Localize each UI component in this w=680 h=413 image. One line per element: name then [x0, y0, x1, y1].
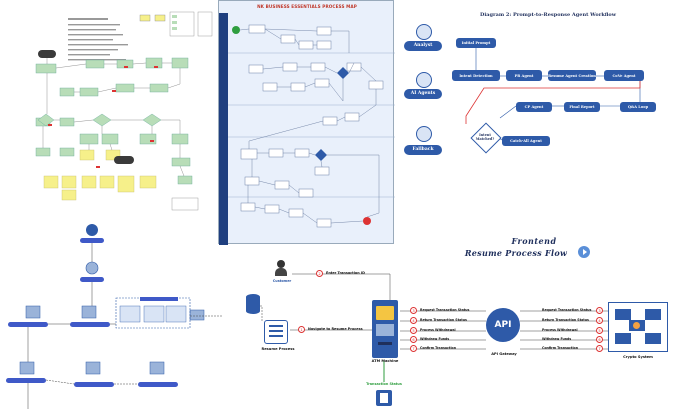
api-label: API — [494, 320, 512, 330]
right-step-4-badge: 4 — [596, 317, 603, 324]
right-step-6-label: Withdraw Funds — [542, 337, 572, 341]
node-initial-prompt: Initial Prompt — [456, 38, 496, 48]
fallback-icon — [416, 126, 432, 142]
flow-bottom-left — [0, 222, 222, 409]
node-intent-detection: Intent Detection — [452, 70, 500, 81]
left-step-6-badge: 6 — [410, 336, 417, 343]
actor-analyst: Analyst — [404, 41, 442, 51]
flow-diagram — [6, 224, 222, 409]
sops-map-panel — [0, 0, 215, 228]
actor-fallback: Fallback — [404, 145, 442, 155]
step-2-badge: 2 — [316, 270, 323, 277]
api-gateway-label: API Gateway — [491, 352, 517, 356]
left-step-3-label: Request Transaction Status — [420, 308, 470, 312]
left-step-4-label: Return Transaction Status — [420, 318, 467, 322]
node-resume-agent: Resume Agent Creation — [548, 70, 596, 81]
api-gear-icon: API — [486, 308, 520, 342]
receipt-icon — [376, 390, 392, 406]
atm-machine-icon — [372, 300, 398, 358]
process-map-panel: NK BUSINESS ESSENTIALS PROCESS MAP — [218, 0, 395, 245]
customer-icon — [274, 260, 288, 276]
atm-label: ATM Machine — [371, 359, 399, 363]
step-1-badge: 1 — [298, 326, 305, 333]
notes-list — [68, 18, 128, 61]
process-map-title: NK BUSINESS ESSENTIALS PROCESS MAP — [257, 4, 357, 9]
workflow-title: Diagram 2: Prompt-to-Response Agent Work… — [480, 12, 617, 18]
right-step-4-label: Return Transaction Status — [542, 318, 589, 322]
sops-map-diagram — [35, 11, 213, 211]
right-step-3-badge: 3 — [596, 307, 603, 314]
customer-label: Customer — [272, 279, 292, 283]
node-final-report: Final Report — [564, 102, 600, 112]
ai-agents-icon — [416, 72, 432, 88]
right-step-7-badge: 7 — [596, 345, 603, 352]
left-step-7-label: Confirm Transaction — [420, 346, 456, 350]
left-step-5-badge: 5 — [410, 327, 417, 334]
node-cp-agent: CP Agent — [516, 102, 552, 112]
crypto-system-box — [608, 302, 668, 352]
right-step-6-badge: 6 — [596, 336, 603, 343]
resume-flow-title-1: Frontend — [511, 236, 557, 246]
right-step-3-label: Request Transaction Status — [542, 308, 592, 312]
left-step-4-badge: 4 — [410, 317, 417, 324]
right-step-5-badge: 5 — [596, 327, 603, 334]
left-step-6-label: Withdraw Funds — [420, 337, 450, 341]
navigate-step-label: Navigate to Resume Process — [308, 327, 363, 331]
node-pr-agent: PR Agent — [506, 70, 542, 81]
process-map-diagram — [219, 13, 395, 245]
resume-process-icon — [264, 320, 288, 344]
right-step-5-label: Process Withdrawal — [542, 328, 578, 332]
analyst-icon — [416, 24, 432, 40]
left-step-7-badge: 7 — [410, 345, 417, 352]
node-qa-loop: Q&A Loop — [620, 102, 656, 112]
resume-process-label: Resume Process — [261, 347, 295, 351]
node-catch-all: Catch-All Agent — [502, 136, 550, 146]
node-cv-agent: CoVe Agent — [604, 70, 644, 81]
resume-flow-title-2: Resume Process Flow — [464, 248, 568, 258]
database-icon — [246, 294, 260, 314]
top-step-label: Enter Transaction ID — [326, 271, 365, 275]
left-step-3-badge: 3 — [410, 307, 417, 314]
left-step-5-label: Process Withdrawal — [420, 328, 456, 332]
crypto-system-label: Crypto System — [623, 355, 653, 359]
decision-label: Intent Matched? — [475, 133, 495, 141]
right-step-7-label: Confirm Transaction — [542, 346, 578, 350]
play-icon[interactable] — [578, 246, 590, 258]
transaction-status-label: Transaction Status — [366, 382, 402, 386]
legend — [139, 11, 213, 37]
actor-ai-agents: AI Agents — [404, 89, 442, 99]
agent-workflow-panel: Diagram 2: Prompt-to-Response Agent Work… — [400, 8, 680, 168]
atm-diagram-panel: Customer 2 Enter Transaction ID Resume P… — [222, 260, 680, 409]
decision-intent-matched: Intent Matched? — [470, 122, 502, 154]
